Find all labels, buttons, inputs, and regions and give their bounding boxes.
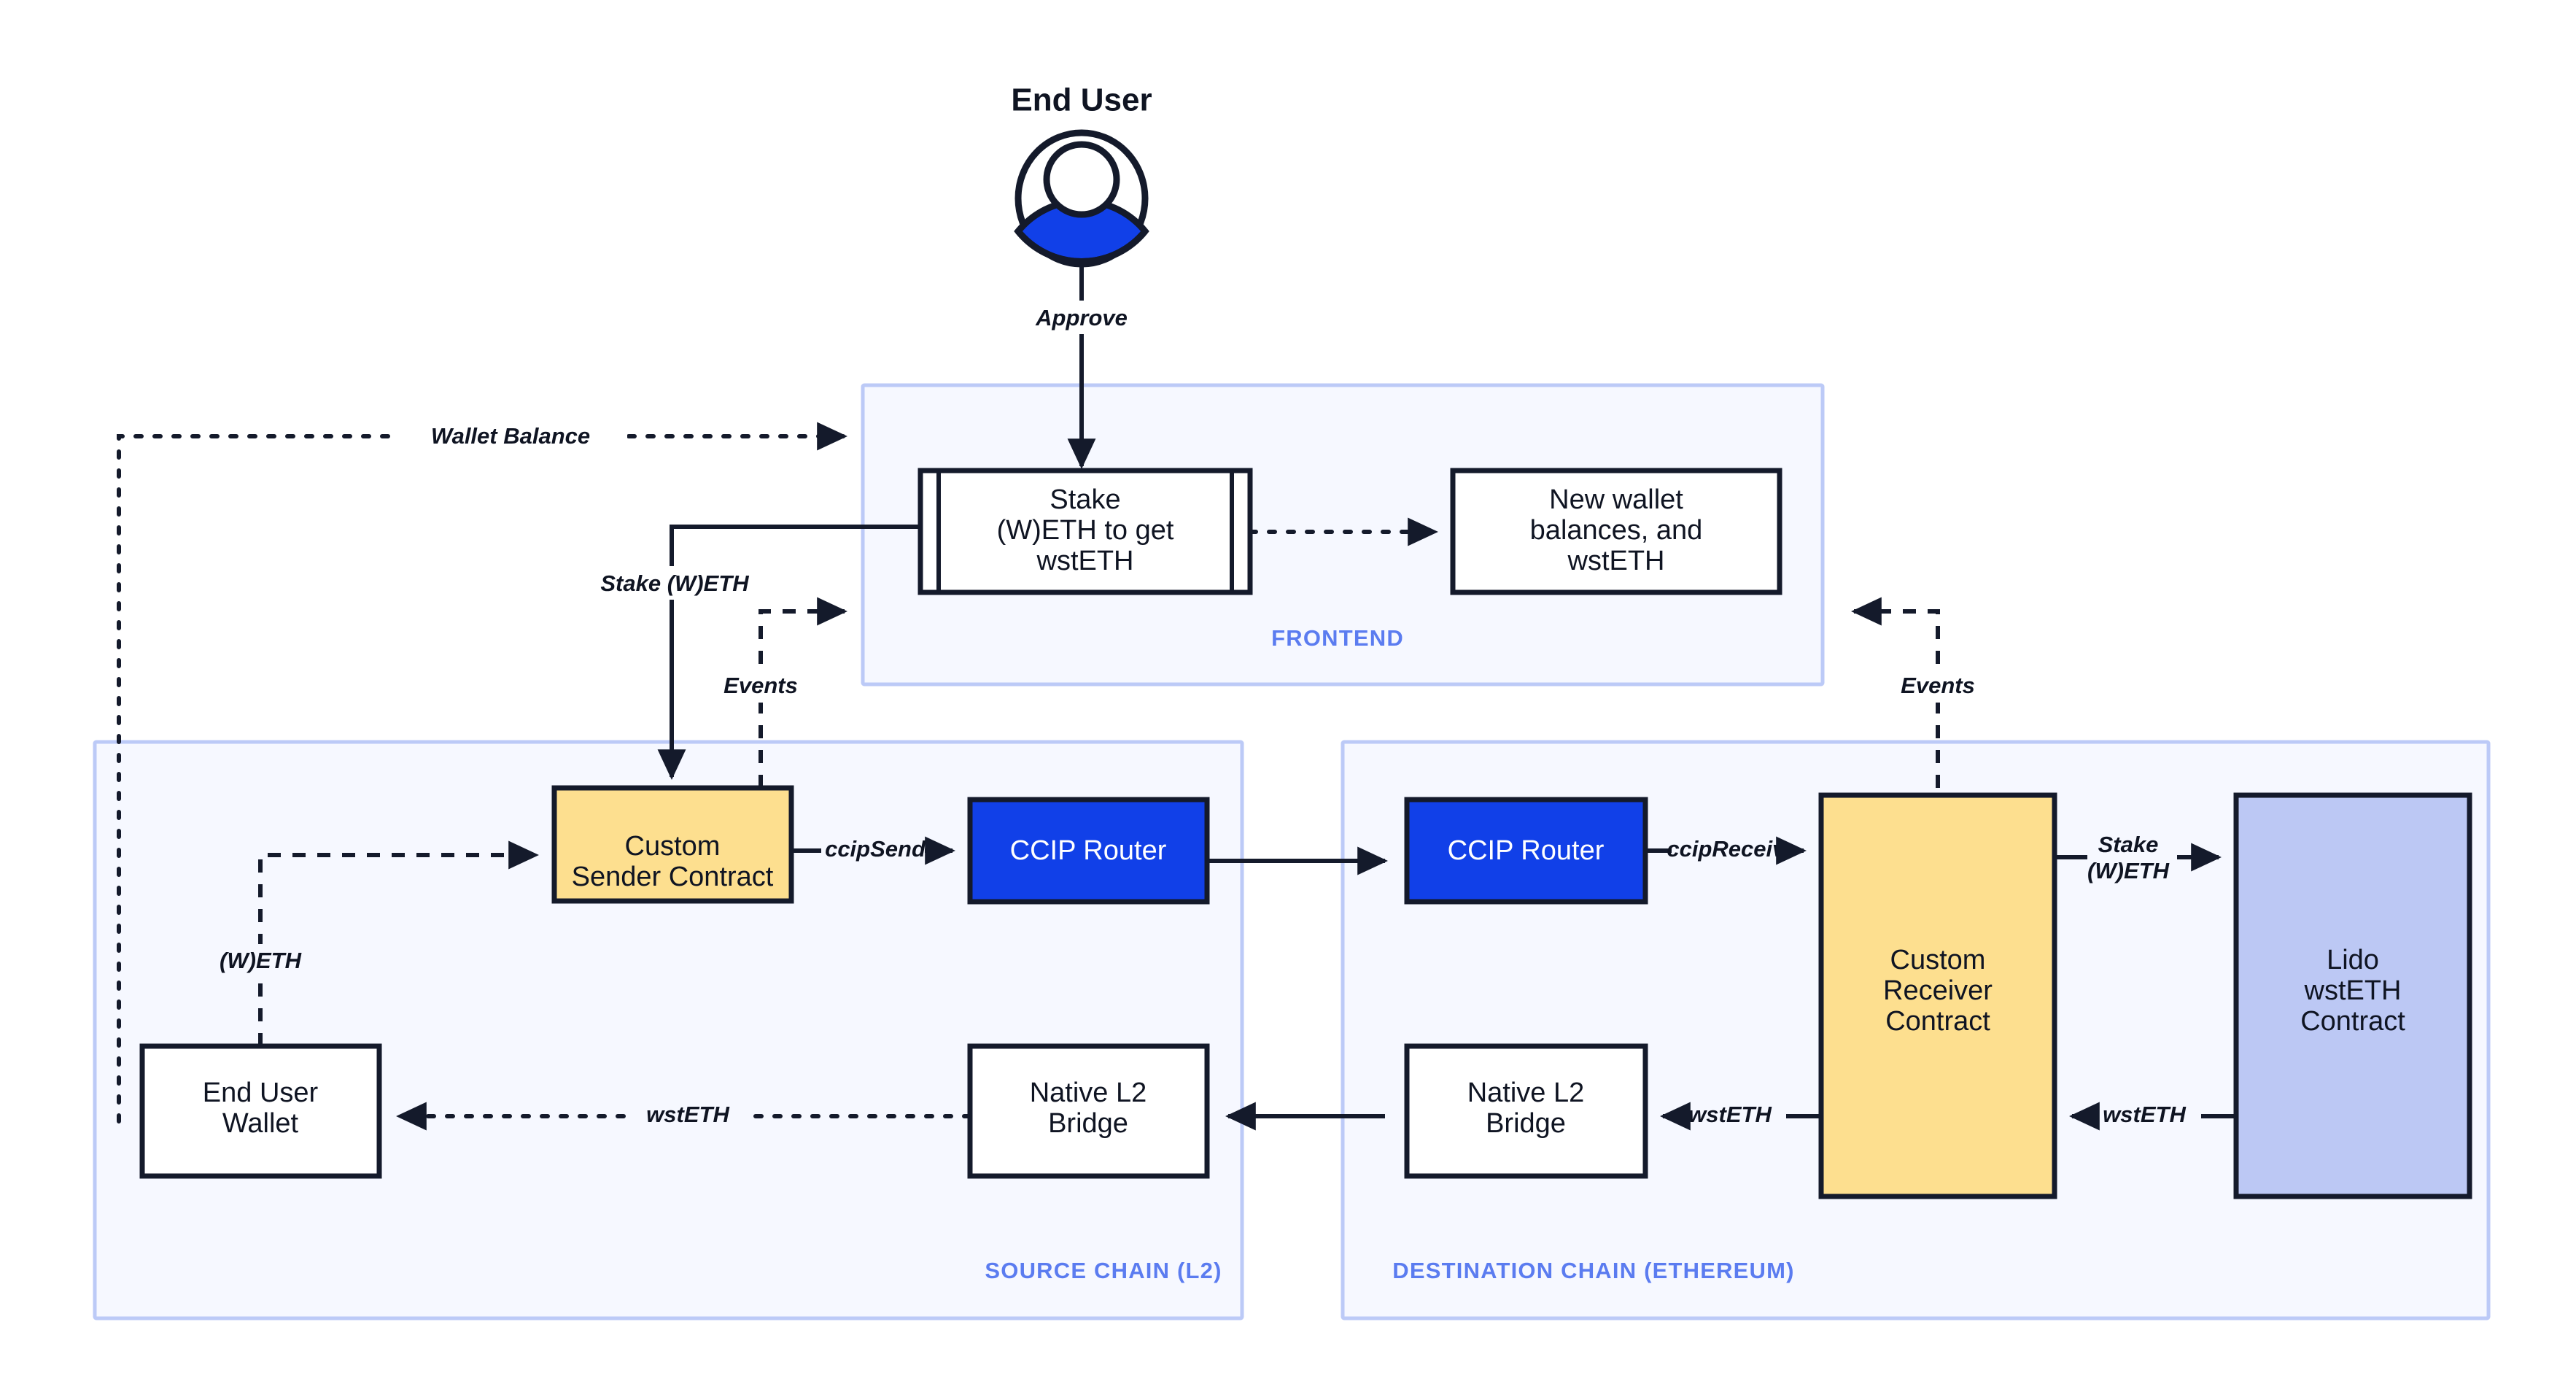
page-title: End User [1011, 82, 1152, 118]
node-native-l2-bridge-source[interactable]: Native L2 Bridge [967, 1043, 1210, 1179]
node-label-bridge-dest-2: Bridge [1486, 1108, 1566, 1139]
user-avatar-icon [1014, 129, 1149, 268]
node-label-bridge-dest-1: Native L2 [1467, 1078, 1585, 1108]
edge-wallet-balance [117, 422, 847, 1124]
edge-label-wsteth-lido: wstETH [2103, 1102, 2186, 1127]
node-label-lido-1: Lido [2327, 945, 2379, 975]
edge-label-wsteth-bridge: wstETH [1688, 1102, 1772, 1127]
node-label-lido-3: Contract [2300, 1006, 2405, 1037]
node-ccip-router-source[interactable]: CCIP Router [967, 797, 1210, 905]
edge-label-wallet-balance: Wallet Balance [431, 423, 590, 449]
edge-label-ccip-send: ccipSend [825, 836, 926, 862]
node-label-stake-form-2: (W)ETH to get [997, 515, 1174, 546]
edge-label-stake-lido-2: (W)ETH [2087, 858, 2170, 883]
node-stake-form[interactable]: Stake (W)ETH to get wstETH [917, 468, 1253, 595]
node-end-user-wallet[interactable]: End User Wallet [139, 1043, 382, 1179]
node-label-sender-1: Custom [625, 831, 721, 862]
node-label-stake-form: Stake [1050, 484, 1120, 515]
node-label-lido-2: wstETH [2304, 975, 2402, 1006]
node-label-stake-form-3: wstETH [1036, 546, 1134, 576]
node-label-ccip-router-dest: CCIP Router [1448, 835, 1605, 866]
edge-label-stake-weth: Stake (W)ETH [600, 571, 749, 596]
node-new-wallet-balances[interactable]: New wallet balances, and wstETH [1450, 468, 1782, 595]
node-custom-receiver-contract[interactable]: Custom Receiver Contract [1818, 792, 2057, 1199]
node-label-sender-2: Sender Contract [572, 862, 774, 892]
zone-frontend [861, 383, 1825, 687]
node-label-wallet-2: Wallet [222, 1108, 299, 1139]
node-label-bridge-source-2: Bridge [1048, 1108, 1128, 1139]
edge-label-ccip-receive: ccipReceive [1667, 836, 1797, 862]
zone-label-destination-chain: DESTINATION CHAIN (ETHEREUM) [1392, 1258, 1794, 1283]
node-native-l2-bridge-dest[interactable]: Native L2 Bridge [1404, 1043, 1648, 1179]
edge-events-source [759, 597, 847, 788]
node-label-bridge-source-1: Native L2 [1030, 1078, 1147, 1108]
zone-label-source-chain: SOURCE CHAIN (L2) [985, 1258, 1222, 1283]
edge-events-dest [1851, 597, 1940, 788]
node-label-receiver-3: Contract [1885, 1006, 1990, 1037]
edge-label-approve: Approve [1035, 305, 1128, 330]
edge-label-stake-lido-1: Stake [2098, 832, 2159, 857]
node-lido-wsteth-contract[interactable]: Lido wstETH Contract [2233, 792, 2472, 1199]
zone-label-frontend: FRONTEND [1271, 625, 1404, 651]
node-label-new-balances-1: New wallet [1549, 484, 1683, 515]
edge-label-weth: (W)ETH [220, 948, 302, 973]
node-label-receiver-1: Custom [1890, 945, 1986, 975]
node-custom-sender-contract[interactable]: Custom Sender Contract [551, 785, 794, 904]
node-label-receiver-2: Receiver [1883, 975, 1993, 1006]
node-ccip-router-dest[interactable]: CCIP Router [1404, 797, 1648, 905]
node-label-wallet-1: End User [203, 1078, 319, 1108]
node-label-new-balances-2: balances, and [1530, 515, 1703, 546]
edge-label-wsteth-wallet: wstETH [646, 1102, 729, 1127]
edge-weth-transfer [258, 840, 539, 1046]
edge-label-events-dest: Events [1901, 673, 1975, 698]
edge-stake-weth [657, 525, 920, 780]
edge-label-events-source: Events [723, 673, 798, 698]
node-label-ccip-router-source: CCIP Router [1010, 835, 1167, 866]
node-label-new-balances-3: wstETH [1567, 546, 1665, 576]
